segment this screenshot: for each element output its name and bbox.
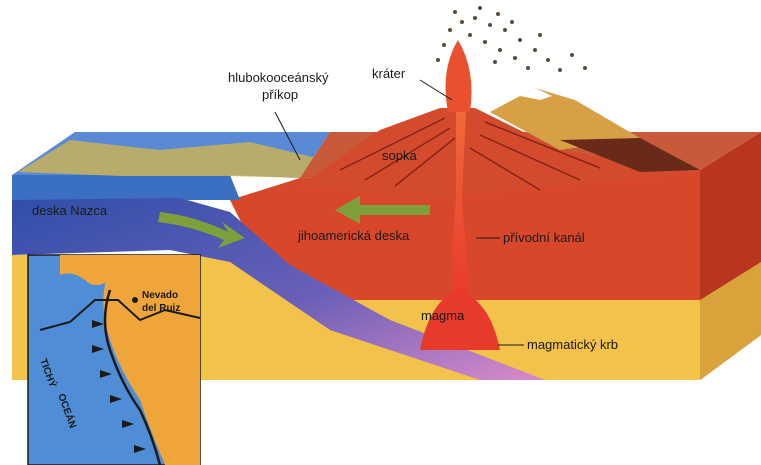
eruption-column bbox=[446, 40, 472, 112]
magma-chamber-label: magmatický krb bbox=[527, 337, 618, 352]
conduit-label: přívodní kanál bbox=[503, 230, 585, 245]
map-place-label: Nevado bbox=[142, 290, 178, 301]
crater-label: kráter bbox=[372, 66, 406, 81]
nazca-plate-label: deska Nazca bbox=[32, 203, 108, 218]
south-american-plate-label: jihoamerická deska bbox=[297, 228, 410, 243]
magma-label: magma bbox=[421, 308, 465, 323]
nevado-del-ruiz-marker bbox=[132, 297, 138, 303]
map-place-label-line2: del Ruiz bbox=[142, 303, 180, 314]
trench-label: hlubokooceánský bbox=[228, 70, 329, 85]
ocean-water-front bbox=[12, 175, 240, 200]
volcano-label: sopka bbox=[382, 148, 417, 163]
trench-label-line2: příkop bbox=[262, 87, 298, 102]
inset-map: Nevado del Ruiz TICHÝ OCEÁN bbox=[28, 255, 200, 465]
block-side-face bbox=[700, 132, 761, 380]
